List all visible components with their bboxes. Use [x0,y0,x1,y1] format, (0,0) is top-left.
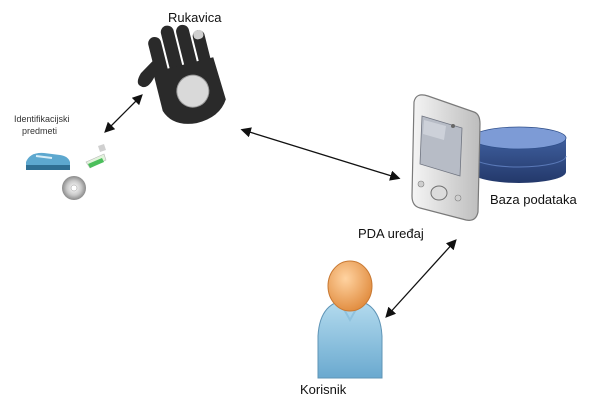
disc-icon [62,176,86,200]
arrow-pda-user [385,239,457,318]
pda-icon [411,94,481,221]
items-label-line2: predmeti [22,126,58,136]
arrow-glove-pda [240,127,401,181]
glove-icon [137,24,226,124]
items-label-line1: Identifikacijski [14,114,70,124]
user-label: Korisnik [300,382,347,397]
arrow-items-glove [104,94,143,133]
user-icon [317,260,383,379]
shoe-icon [26,152,70,170]
database-label: Baza podataka [490,192,577,207]
database-icon [471,126,567,183]
pda-label: PDA uređaj [358,226,424,241]
bottle-icon [85,144,107,169]
glove-label: Rukavica [168,10,222,25]
